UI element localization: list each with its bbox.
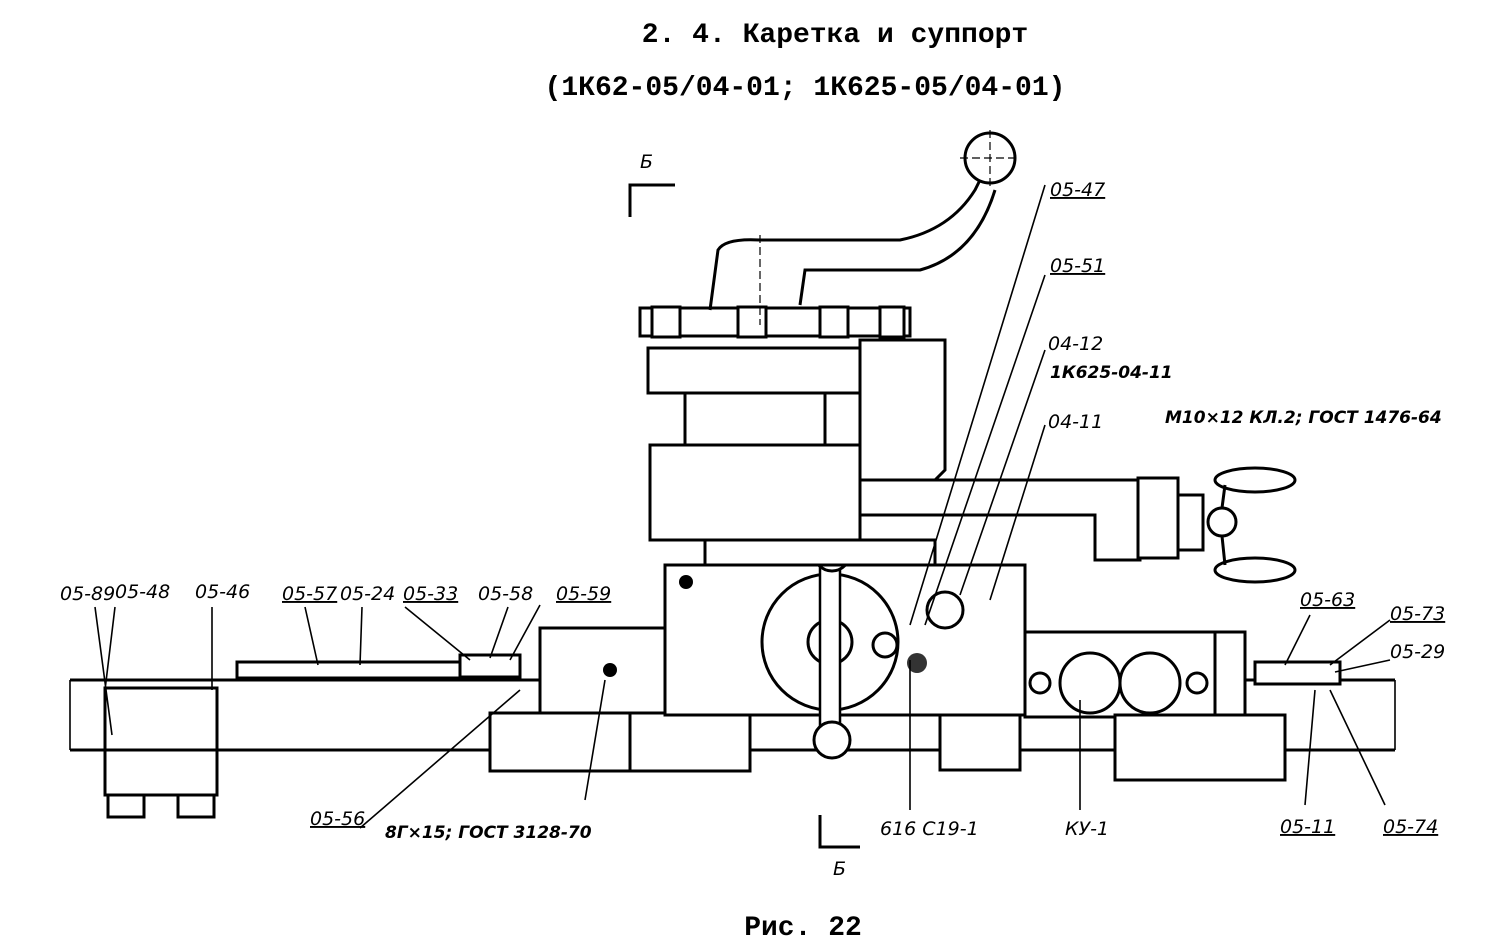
label-04-11: 04-11	[1048, 411, 1103, 433]
label-gost-3128: 8Г×15; ГОСТ 3128-70	[385, 823, 592, 843]
part-labels: 05-89 05-48 05-46 05-57 05-24 05-33 05-5…	[60, 179, 1445, 843]
label-616-c19-1: 616 С19-1	[880, 818, 979, 840]
clamping-handle	[708, 130, 1020, 325]
label-05-46: 05-46	[195, 581, 250, 603]
label-05-73: 05-73	[1390, 603, 1445, 625]
wiper-strip	[235, 653, 522, 680]
section-mark-bottom: Б	[818, 815, 860, 880]
label-05-57: 05-57	[282, 583, 337, 605]
label-05-47: 05-47	[1050, 179, 1105, 201]
label-05-51: 05-51	[1050, 255, 1105, 277]
right-wiper	[1253, 660, 1342, 686]
label-04-12: 04-12	[1048, 333, 1103, 355]
label-05-89: 05-89	[60, 583, 115, 605]
label-05-59: 05-59	[556, 583, 611, 605]
label-05-29: 05-29	[1390, 641, 1445, 663]
label-05-24: 05-24	[340, 583, 395, 605]
figure-caption: Рис. 22	[744, 913, 862, 944]
label-1k625-04-11: 1К625-04-11	[1050, 363, 1173, 383]
leader-lines	[94, 184, 1391, 829]
svg-text:Б: Б	[833, 858, 846, 880]
label-thread-spec: М10×12 КЛ.2; ГОСТ 1476-64	[1165, 408, 1442, 428]
cross-feed-handle	[1176, 466, 1297, 584]
label-05-48: 05-48	[115, 581, 170, 603]
svg-text:Б: Б	[640, 151, 653, 173]
figure-subtitle: (1К62-05/04-01; 1К625-05/04-01)	[545, 73, 1066, 104]
left-clamp	[103, 686, 219, 819]
label-05-74: 05-74	[1383, 816, 1438, 838]
label-ku-1: КУ-1	[1065, 818, 1109, 840]
label-05-33: 05-33	[403, 583, 458, 605]
section-mark-top: Б	[628, 151, 675, 217]
label-05-63: 05-63	[1300, 589, 1355, 611]
tool-post	[638, 305, 947, 482]
label-05-11: 05-11	[1280, 816, 1335, 838]
label-05-58: 05-58	[478, 583, 533, 605]
label-05-56: 05-56	[310, 808, 365, 830]
figure-title: 2. 4. Каретка и суппорт	[642, 20, 1028, 51]
